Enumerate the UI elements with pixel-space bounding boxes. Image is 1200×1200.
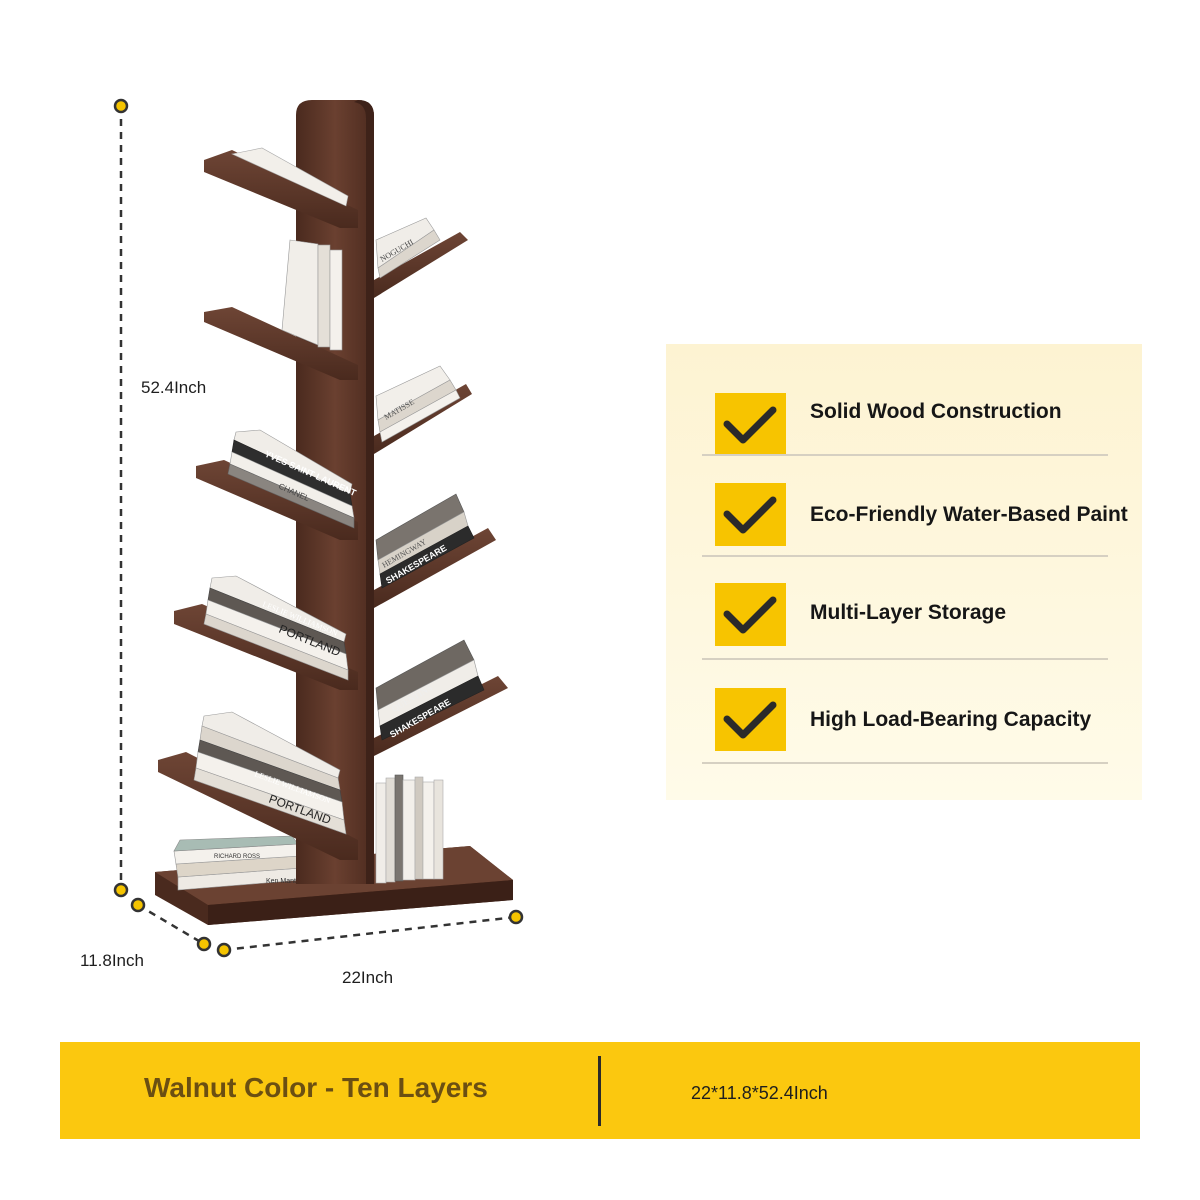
check-icon: [715, 483, 786, 546]
check-icon: [715, 393, 786, 456]
book-spine-text: RICHARD ROSS: [214, 854, 260, 860]
feature-label: High Load-Bearing Capacity: [810, 708, 1092, 731]
divider: [702, 762, 1108, 764]
base-vertical-books: [375, 774, 444, 884]
books-left-2: [281, 239, 343, 351]
books-left-1: [231, 147, 349, 207]
check-icon: [715, 583, 786, 646]
books-right-4: QUENTINS SHAKESPEARE: [375, 639, 485, 741]
feature-item: Eco-Friendly Water-Based Paint: [702, 465, 1128, 557]
bookshelf-illustration: RICHARD ROSS Ken Mantel: [113, 98, 524, 958]
feature-item: High Load-Bearing Capacity: [702, 672, 1108, 764]
width-dimension-line: [223, 915, 517, 952]
dimension-dots: [113, 98, 524, 958]
feature-item: Solid Wood Construction: [702, 364, 1108, 456]
features-panel: Solid Wood Construction Eco-Friendly Wat…: [666, 344, 1142, 800]
feature-label: Solid Wood Construction: [810, 400, 1062, 423]
banner-size: 22*11.8*52.4Inch: [691, 1083, 828, 1103]
base-book-stack: RICHARD ROSS Ken Mantel: [173, 835, 303, 891]
divider: [702, 454, 1108, 456]
width-dimension-label: 22Inch: [342, 968, 394, 987]
feature-label: Multi-Layer Storage: [810, 601, 1007, 624]
books-left-5: LESLIE WILLIAMSON PORTLAND: [193, 711, 347, 835]
banner-title: Walnut Color - Ten Layers: [144, 1072, 488, 1103]
books-right-2: MATISSE: [375, 365, 461, 443]
divider: [702, 658, 1108, 660]
book-spine-text: Ken Mantel: [266, 878, 302, 885]
feature-label: Eco-Friendly Water-Based Paint: [810, 503, 1128, 526]
dimension-lines: [119, 106, 517, 952]
books-right-3: HEMINGWAY SHAKESPEARE: [375, 493, 475, 589]
product-banner: Walnut Color - Ten Layers 22*11.8*52.4In…: [60, 1042, 1140, 1139]
height-dimension-label: 52.4Inch: [141, 378, 207, 397]
banner-divider: [598, 1056, 601, 1126]
depth-dimension-label: 11.8Inch: [80, 951, 144, 970]
check-icon: [715, 688, 786, 751]
feature-item: Multi-Layer Storage: [702, 568, 1108, 660]
books-right-1: NOGUCHI: [375, 217, 441, 279]
divider: [702, 555, 1108, 557]
